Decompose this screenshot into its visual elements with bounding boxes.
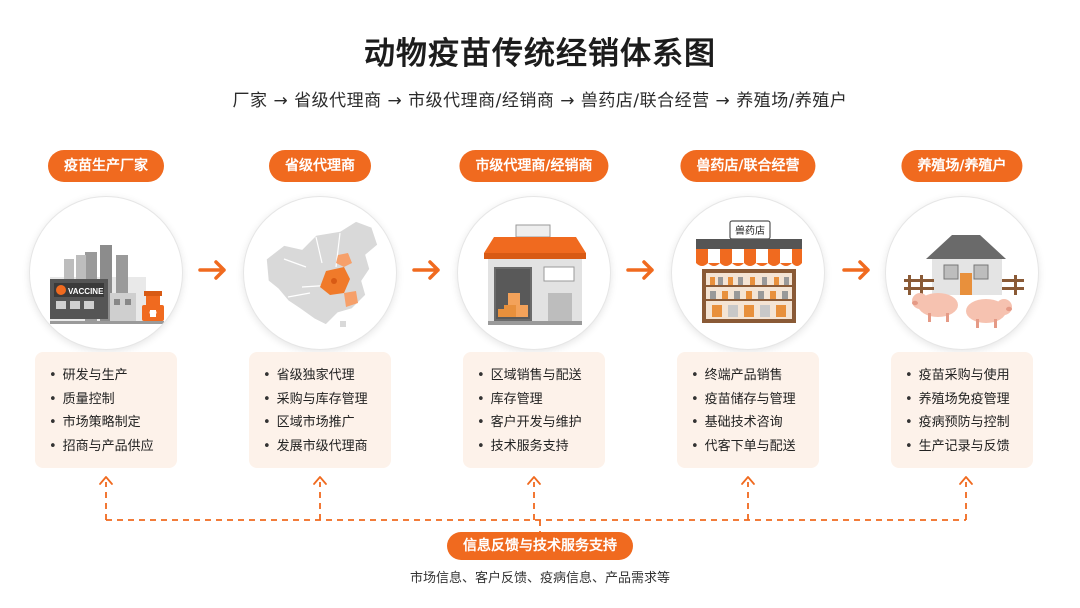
- duty-item: 技术服务支持: [477, 435, 605, 459]
- stage-duties-card: 省级独家代理 采购与库存管理 区域市场推广 发展市级代理商: [249, 352, 391, 468]
- chain-subtitle: 厂家 → 省级代理商 → 市级代理商/经销商 → 兽药店/联合经营 → 养殖场/…: [232, 91, 848, 111]
- duty-item: 基础技术咨询: [691, 411, 819, 435]
- china-map-icon: [243, 196, 397, 350]
- duty-item: 省级独家代理: [263, 364, 391, 388]
- farm-icon: [885, 196, 1039, 350]
- stage-label-pill: 兽药店/联合经营: [680, 150, 816, 182]
- store-sign-text: 兽药店: [735, 224, 765, 237]
- duty-item: 质量控制: [49, 388, 177, 412]
- feedback-label-pill: 信息反馈与技术服务支持: [447, 532, 633, 560]
- duty-item: 招商与产品供应: [49, 435, 177, 459]
- duty-item: 代客下单与配送: [691, 435, 819, 459]
- stage-label-pill: 养殖场/养殖户: [901, 150, 1023, 182]
- stage-duties-card: 研发与生产 质量控制 市场策略制定 招商与产品供应: [35, 352, 177, 468]
- flow-arrow-icon: [198, 260, 226, 280]
- duty-item: 区域市场推广: [263, 411, 391, 435]
- stage-duties-card: 区域销售与配送 库存管理 客户开发与维护 技术服务支持: [463, 352, 605, 468]
- duty-item: 市场策略制定: [49, 411, 177, 435]
- duty-item: 养殖场免疫管理: [905, 388, 1033, 412]
- warehouse-icon: [457, 196, 611, 350]
- feedback-loop-connector: [99, 476, 973, 532]
- duty-item: 研发与生产: [49, 364, 177, 388]
- duty-item: 疫病预防与控制: [905, 411, 1033, 435]
- factory-sign-text: VACCINE: [68, 287, 104, 296]
- duty-item: 生产记录与反馈: [905, 435, 1033, 459]
- feedback-note: 市场信息、客户反馈、疫病信息、产品需求等: [409, 571, 670, 586]
- stage-duties-card: 疫苗采购与使用 养殖场免疫管理 疫病预防与控制 生产记录与反馈: [891, 352, 1033, 468]
- factory-icon: VACCINE: [29, 196, 183, 350]
- flow-arrow-icon: [626, 260, 654, 280]
- flow-arrow-icon: [842, 260, 870, 280]
- duty-item: 发展市级代理商: [263, 435, 391, 459]
- duty-item: 客户开发与维护: [477, 411, 605, 435]
- stage-label-pill: 市级代理商/经销商: [459, 150, 609, 182]
- duty-item: 库存管理: [477, 388, 605, 412]
- duty-item: 疫苗储存与管理: [691, 388, 819, 412]
- stage-label-pill: 疫苗生产厂家: [48, 150, 164, 182]
- vet-store-icon: 兽药店: [671, 196, 825, 350]
- page-title: 动物疫苗传统经销体系图: [364, 36, 716, 72]
- duty-item: 采购与库存管理: [263, 388, 391, 412]
- stage-label-pill: 省级代理商: [269, 150, 371, 182]
- duty-item: 终端产品销售: [691, 364, 819, 388]
- stage-duties-card: 终端产品销售 疫苗储存与管理 基础技术咨询 代客下单与配送: [677, 352, 819, 468]
- duty-item: 区域销售与配送: [477, 364, 605, 388]
- flow-arrow-icon: [412, 260, 440, 280]
- duty-item: 疫苗采购与使用: [905, 364, 1033, 388]
